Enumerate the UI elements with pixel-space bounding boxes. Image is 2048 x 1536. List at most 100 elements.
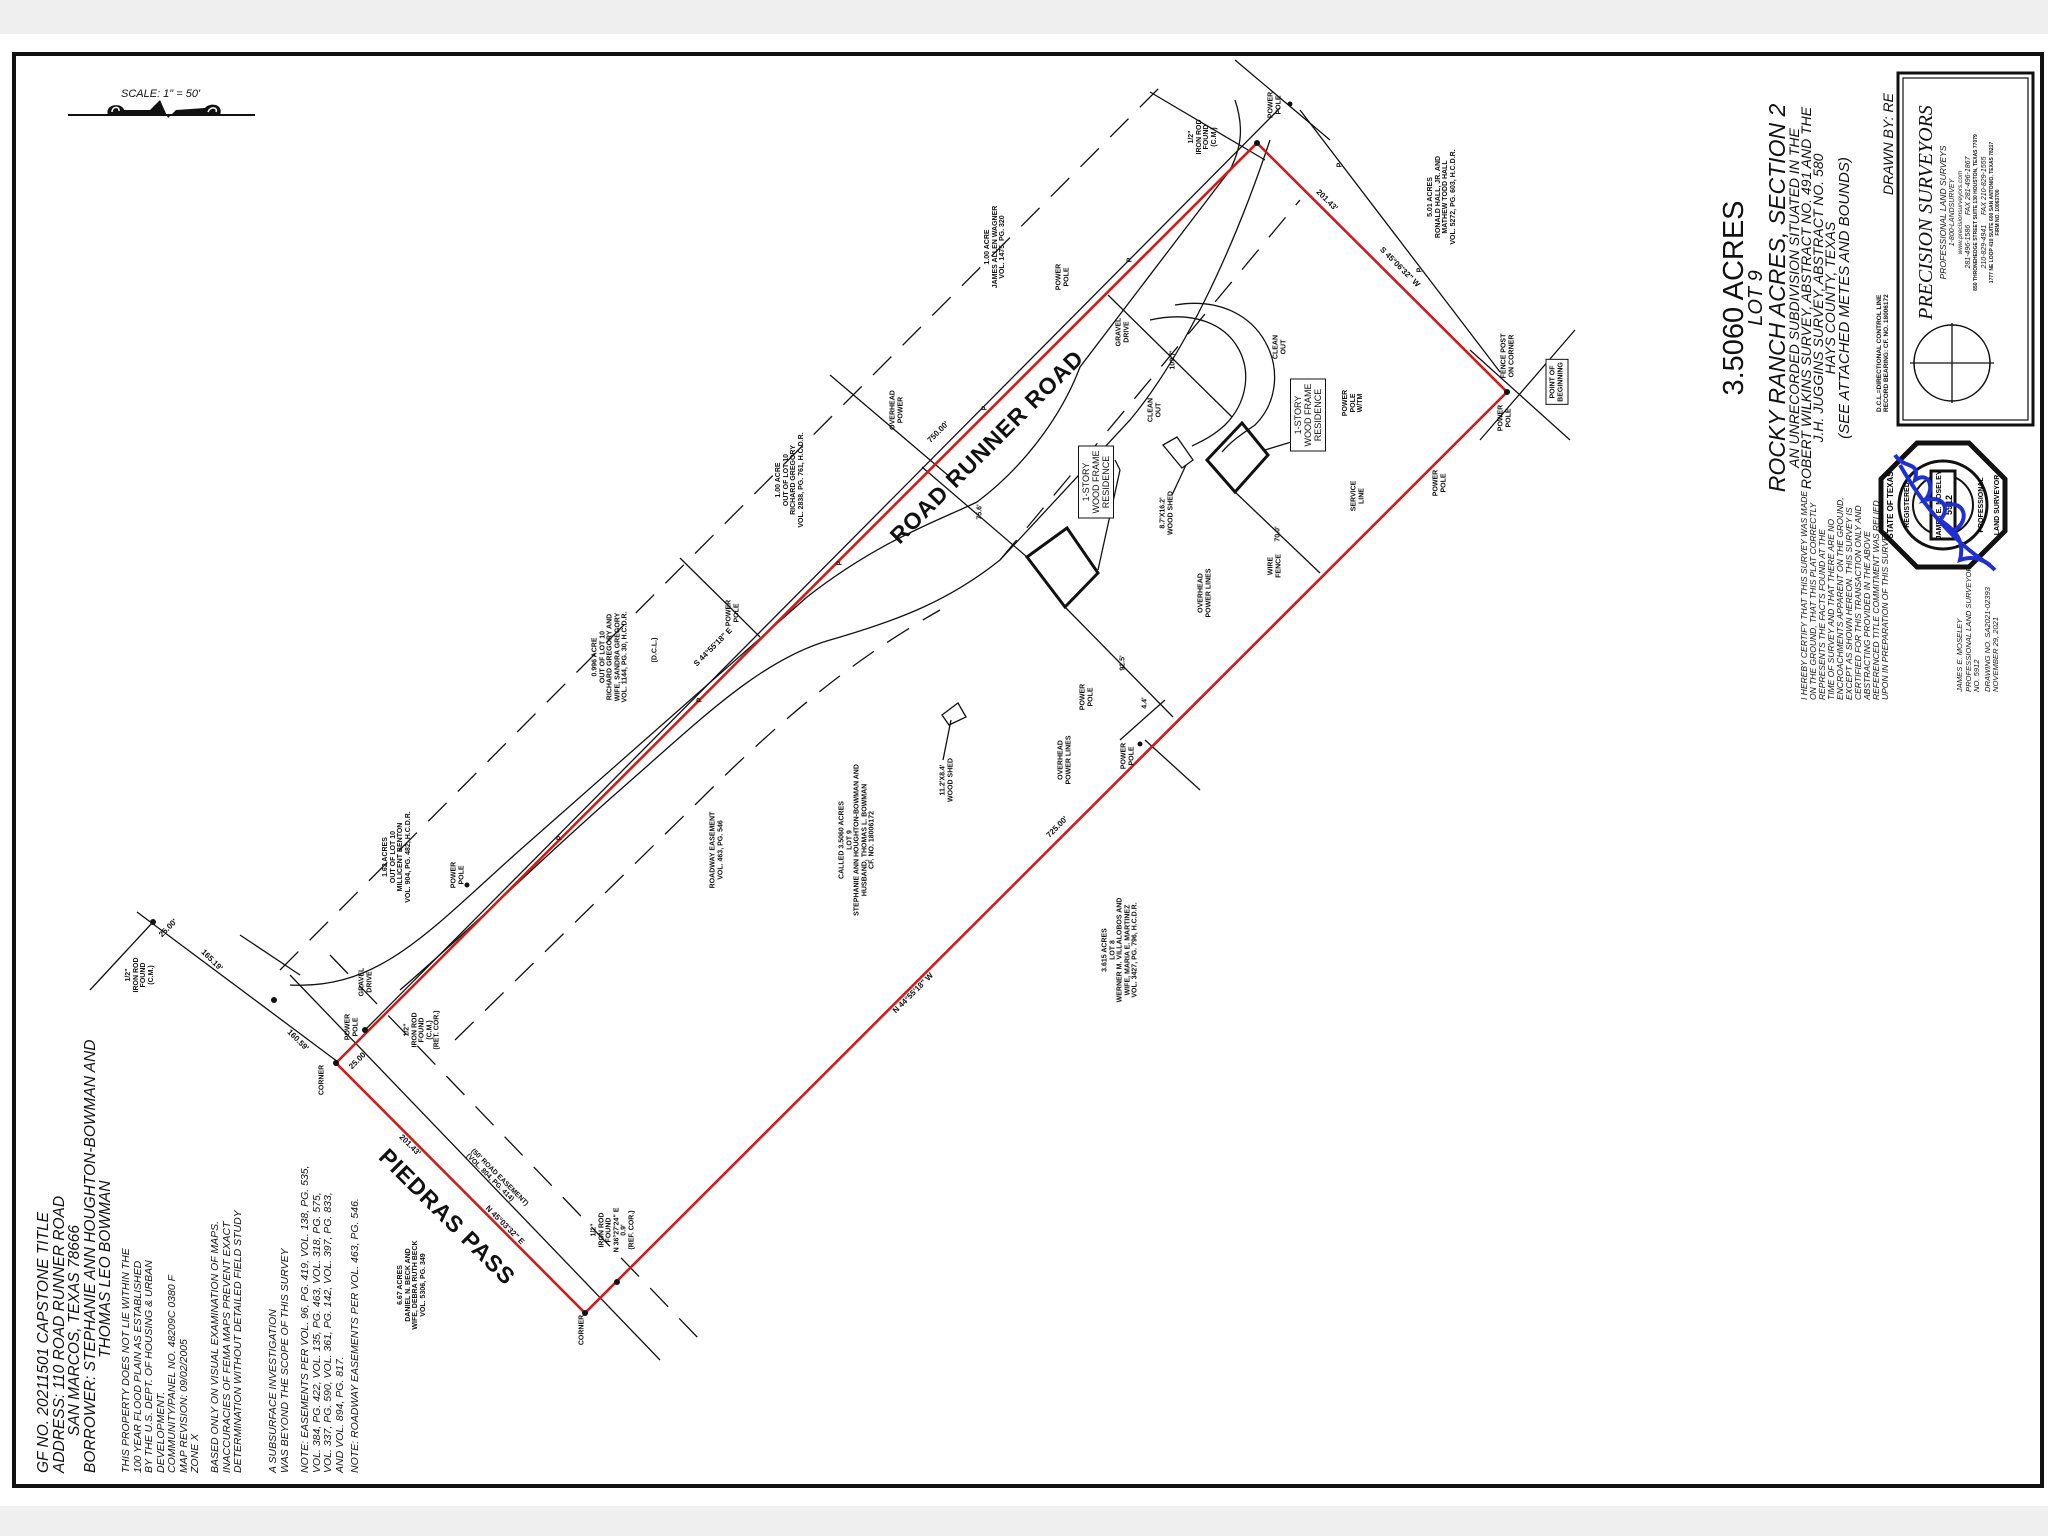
- power-line-marker: P: [1126, 257, 1134, 263]
- dimension-line: [136, 911, 339, 1063]
- gf-number: GF NO. 20211501 CAPSTONE TITLE: [35, 1211, 52, 1473]
- wire-fence-label: WIRE FENCE: [1267, 554, 1283, 578]
- dimension-109-7: 109.7': [1169, 350, 1177, 370]
- drawing-frame: [12, 52, 2044, 1488]
- surveyor-number: NO. 5912: [1972, 659, 1981, 692]
- company-web: www.precisionsurveyors.com: [1957, 170, 1964, 255]
- roadway-easement-label: ROADWAY EASEMENT VOL. 463, PG. 546: [709, 811, 725, 889]
- power-pole-label: POWER POLE: [1120, 742, 1136, 770]
- point-of-beginning-label: POINT OF BEGINNING: [1545, 359, 1569, 405]
- certification: I HEREBY CERTIFY THAT THIS SURVEY WAS MA…: [1799, 491, 1890, 700]
- drawn-by: DRAWN BY: RE: [1880, 93, 1896, 195]
- borrower: BORROWER: STEPHANIE ANN HOUGHTON-BOWMAN …: [81, 1039, 99, 1473]
- certification-line: UPON IN PREPARATION OF THIS SURVEY.: [1880, 528, 1890, 700]
- note-line: DETERMINATION WITHOUT DETAILED FIELD STU…: [232, 1210, 244, 1473]
- power-pole-tm-label: POWER POLE W/TM: [1341, 389, 1364, 417]
- note-line: COMMUNITY/PANEL NO. 48209C 0380 F: [166, 1274, 178, 1473]
- clean-out-label: CLEAN OUT: [1272, 334, 1288, 360]
- ne-power-line: [1299, 109, 1501, 373]
- power-line-marker: P: [1336, 162, 1344, 168]
- power-pole-label: POWER POLE: [725, 599, 741, 627]
- svg-text:PROFESSIONAL: PROFESSIONAL: [1978, 477, 1985, 533]
- company-logo: [1896, 71, 2035, 427]
- road-edge-north: [289, 99, 1242, 986]
- dimension-92-5: 92.5': [1119, 655, 1127, 671]
- gravel-drive-label: GRAVEL DRIVE: [1115, 317, 1131, 347]
- clean-out-label: CLEAN OUT: [1147, 397, 1163, 423]
- power-pole-label: POWER POLE: [1267, 91, 1283, 119]
- service-line-label: SERVICE LINE: [1350, 480, 1366, 512]
- corner-label: CORNER: [318, 1064, 326, 1096]
- subject-tract-label: CALLED 3.5060 ACRES LOT 9 STEPHANIE ANN …: [838, 764, 876, 916]
- gravel-drive-label: GRAVEL DRIVE: [358, 967, 374, 997]
- adjoiner-wagner: 1.00 ACRE JAMES ALLEN WAGNER VOL. 1475, …: [983, 205, 1006, 289]
- signature: [1893, 453, 1997, 572]
- power-pole-label: POWER POLE: [1432, 469, 1448, 497]
- note-line: A SUBSURFACE INVESTIGATION: [267, 1309, 279, 1473]
- wood-shed-1-outline: [1162, 436, 1194, 469]
- company-firm-no: FIRM NO. 10063700: [1995, 189, 2001, 236]
- fence-post-label: FENCE POST ON CORNER: [1500, 333, 1516, 379]
- note-line: THIS PROPERTY DOES NOT LIE WITHIN THE: [120, 1248, 132, 1473]
- note-line: BASED ONLY ON VISUAL EXAMINATION OF MAPS…: [209, 1220, 221, 1473]
- power-line-marker: P: [836, 560, 844, 566]
- residence-2-label: 1-STORY WOOD FRAME RESIDENCE: [1290, 378, 1326, 452]
- power-pole-label: POWER POLE: [344, 1013, 360, 1041]
- acreage-title: 3.5060 ACRES: [1718, 200, 1750, 396]
- power-pole-label: POWER POLE: [1055, 263, 1071, 291]
- adjoiner-beck: 6.67 ACRES DANIEL N. BECK AND WIFE, DEBR…: [397, 1240, 427, 1330]
- power-line-marker: P: [556, 835, 564, 841]
- address-city: SAN MARCOS, TEXAS 78666: [66, 1224, 83, 1436]
- overhead-power-label: OVERHEAD POWER: [889, 390, 905, 430]
- iron-rod-label: 1/2" IRON ROD FOUND (C.M.): [1188, 119, 1218, 155]
- row-line-se: [454, 609, 941, 1041]
- gravel-drive-edge: [1149, 316, 1247, 447]
- power-line-marker: P: [1416, 267, 1424, 273]
- corner-label: CORNER: [578, 1314, 586, 1346]
- company-houston-phone: 281-496-1586 FAX 281-496-1867: [1965, 156, 1972, 269]
- residence-1-label: 1-STORY WOOD FRAME RESIDENCE: [1078, 445, 1114, 519]
- scale-bar: [68, 100, 255, 118]
- svg-text:JAMES E. MOSELEY: JAMES E. MOSELEY: [1936, 470, 1943, 539]
- adjoiner-villalobos: 3.615 ACRES LOT 8 WERNER M. VILLALOBOS A…: [1101, 897, 1139, 1003]
- residence-1-outline: [1024, 525, 1100, 610]
- note-line: AND VOL. 894, PG. 817.: [333, 1356, 346, 1473]
- wood-shed-2-outline: [941, 702, 967, 726]
- survey-date: NOVEMBER 29, 2021: [1991, 616, 2000, 692]
- power-line-marker: P: [981, 405, 989, 411]
- borrower-2: THOMAS LEO BOWMAN: [97, 1180, 114, 1358]
- notes-roadway: NOTE: ROADWAY EASEMENTS PER VOL. 463, PG…: [349, 1198, 361, 1473]
- residence-2-outline: [1204, 420, 1270, 495]
- power-pole-label: POWER POLE: [1079, 683, 1095, 711]
- subdivision-title: ROCKY RANCH ACRES, SECTION 2: [1764, 103, 1790, 493]
- note-line: VOL. 337, PG. 590, VOL. 361, PG. 142, VO…: [322, 1192, 334, 1473]
- wood-shed-2-label: 11.2'X8.4' WOOD SHED: [939, 758, 955, 802]
- see-attached: (SEE ATTACHED METES AND BOUNDS): [1836, 157, 1853, 439]
- address: ADDRESS: 110 ROAD RUNNER ROAD: [50, 1195, 68, 1473]
- company-phone: 1-800-LANDSURVEY: [1949, 178, 1956, 247]
- adjoiner-gregory-2: 0.996 ACRE OUT OF LOT 10 RICHARD GREGORY…: [591, 611, 629, 703]
- note-line: ZONE X: [189, 1433, 201, 1473]
- overhead-power-lines-label: OVERHEAD POWER LINES: [1197, 568, 1213, 618]
- iron-rod-label: 1/2" IRON ROD FOUND (C.M.): [125, 957, 155, 993]
- company-houston-address: 850 THRONEHEDGE STREET SUITE 130 HOUSTON…: [1973, 134, 1979, 291]
- iron-rod-ret-label: 1/2" IRON ROD FOUND (C.M.) (RET. COR.): [403, 1010, 441, 1050]
- wood-shed-1-label: 8.7'X16.2' WOOD SHED: [1159, 491, 1175, 535]
- road-edge-south: [399, 139, 1271, 991]
- svg-text:STATE OF TEXAS: STATE OF TEXAS: [1886, 471, 1895, 539]
- company-name: PRECISION SURVEYORS: [1915, 105, 1937, 320]
- corner-markers: [150, 101, 1510, 1316]
- power-pole-label: POWER POLE: [1497, 404, 1513, 432]
- power-pole-label: POWER POLE: [450, 861, 466, 889]
- company-tagline: PROFESSIONAL LAND SURVEYS: [1938, 145, 1948, 280]
- dcl-line: D.C.L.=DIRECTIONAL CONTROL LINE: [1876, 294, 1883, 412]
- adjoiner-hall: 5.01 ACRES RONALD HALL, JR. AND MATHEW T…: [1427, 149, 1457, 245]
